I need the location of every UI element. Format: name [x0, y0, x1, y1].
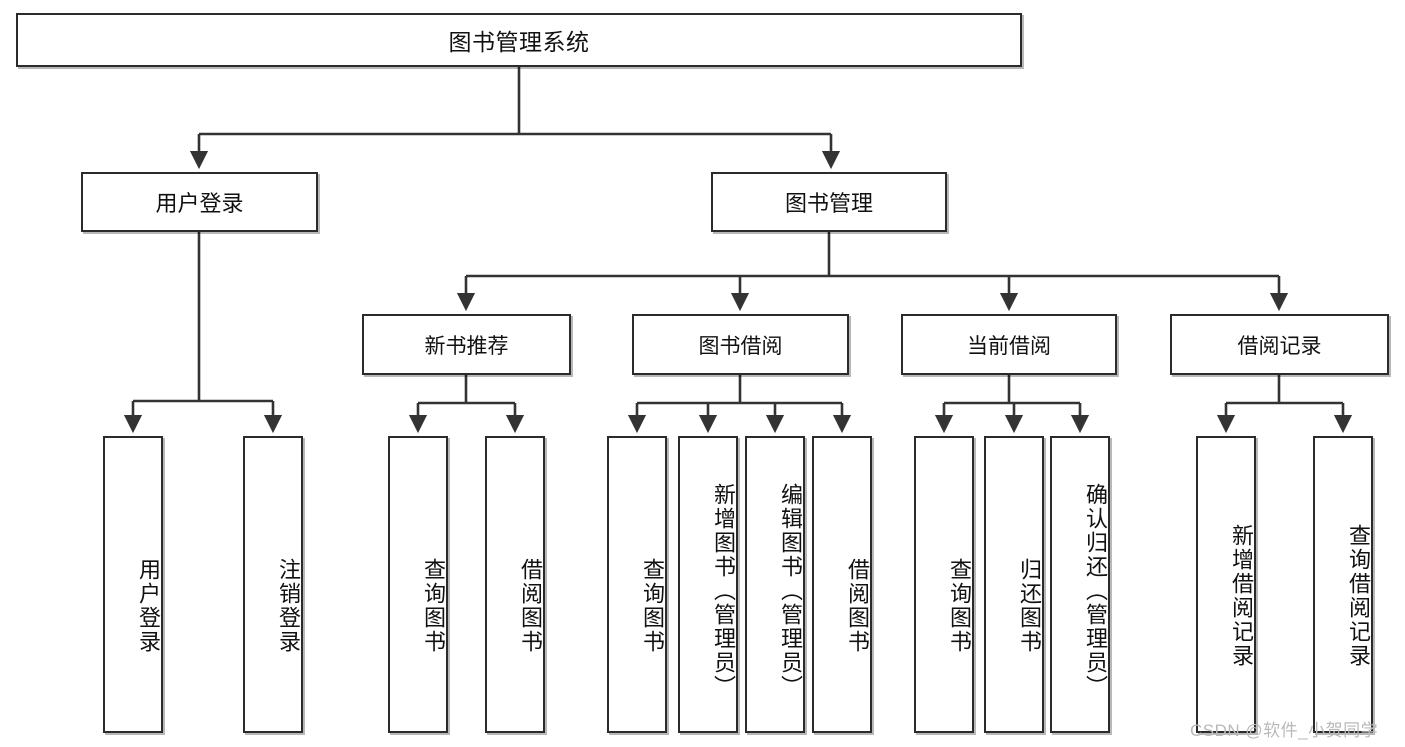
- node-user-login-label: 用户登录: [155, 191, 244, 216]
- node-leaf-borrow-book-2[interactable]: 借阅图书: [812, 436, 872, 733]
- node-leaf-query-book-1[interactable]: 查询图书: [388, 436, 448, 733]
- node-root[interactable]: 图书管理系统: [16, 13, 1022, 67]
- node-leaf-edit-book-label: 编辑图书（管理员）: [778, 482, 803, 699]
- node-leaf-borrow-book-2-label: 借阅图书: [845, 557, 870, 654]
- node-leaf-return-book-label: 归还图书: [1017, 557, 1042, 654]
- node-leaf-query-record-label: 查询借阅记录: [1346, 523, 1371, 668]
- node-leaf-add-book[interactable]: 新增图书（管理员）: [678, 436, 738, 733]
- node-leaf-user-login-label: 用户登录: [136, 557, 161, 654]
- node-leaf-confirm-return-label: 确认归还（管理员）: [1083, 482, 1108, 699]
- node-leaf-query-record[interactable]: 查询借阅记录: [1313, 436, 1373, 733]
- node-current-borrow-label: 当前借阅: [967, 334, 1051, 358]
- node-book-manage-label: 图书管理: [784, 191, 873, 216]
- node-leaf-query-book-2-label: 查询图书: [640, 557, 665, 654]
- node-leaf-query-book-1-label: 查询图书: [421, 557, 446, 654]
- node-leaf-add-book-label: 新增图书（管理员）: [711, 482, 736, 699]
- node-leaf-user-logout-label: 注销登录: [276, 557, 301, 654]
- node-leaf-borrow-book-1-label: 借阅图书: [518, 557, 543, 654]
- node-current-borrow[interactable]: 当前借阅: [901, 314, 1117, 375]
- node-leaf-confirm-return[interactable]: 确认归还（管理员）: [1050, 436, 1110, 733]
- node-leaf-add-record[interactable]: 新增借阅记录: [1196, 436, 1256, 733]
- node-new-book-recommend[interactable]: 新书推荐: [362, 314, 571, 375]
- node-book-borrow[interactable]: 图书借阅: [632, 314, 849, 375]
- node-leaf-query-book-3[interactable]: 查询图书: [914, 436, 974, 733]
- node-leaf-edit-book[interactable]: 编辑图书（管理员）: [745, 436, 805, 733]
- node-book-borrow-label: 图书借阅: [698, 334, 783, 358]
- node-leaf-return-book[interactable]: 归还图书: [984, 436, 1044, 733]
- node-leaf-user-logout[interactable]: 注销登录: [243, 436, 303, 733]
- csdn-watermark: CSDN @软件_小贺同学: [1190, 721, 1379, 740]
- node-leaf-borrow-book-1[interactable]: 借阅图书: [485, 436, 545, 733]
- node-leaf-query-book-2[interactable]: 查询图书: [607, 436, 667, 733]
- node-root-label: 图书管理系统: [448, 29, 590, 55]
- node-book-manage[interactable]: 图书管理: [711, 172, 947, 232]
- node-new-book-recommend-label: 新书推荐: [424, 334, 509, 358]
- node-leaf-query-book-3-label: 查询图书: [947, 557, 972, 654]
- node-leaf-user-login[interactable]: 用户登录: [103, 436, 163, 733]
- node-borrow-record-label: 借阅记录: [1237, 334, 1322, 358]
- node-user-login[interactable]: 用户登录: [81, 172, 318, 232]
- node-leaf-add-record-label: 新增借阅记录: [1229, 523, 1254, 668]
- node-borrow-record[interactable]: 借阅记录: [1170, 314, 1389, 375]
